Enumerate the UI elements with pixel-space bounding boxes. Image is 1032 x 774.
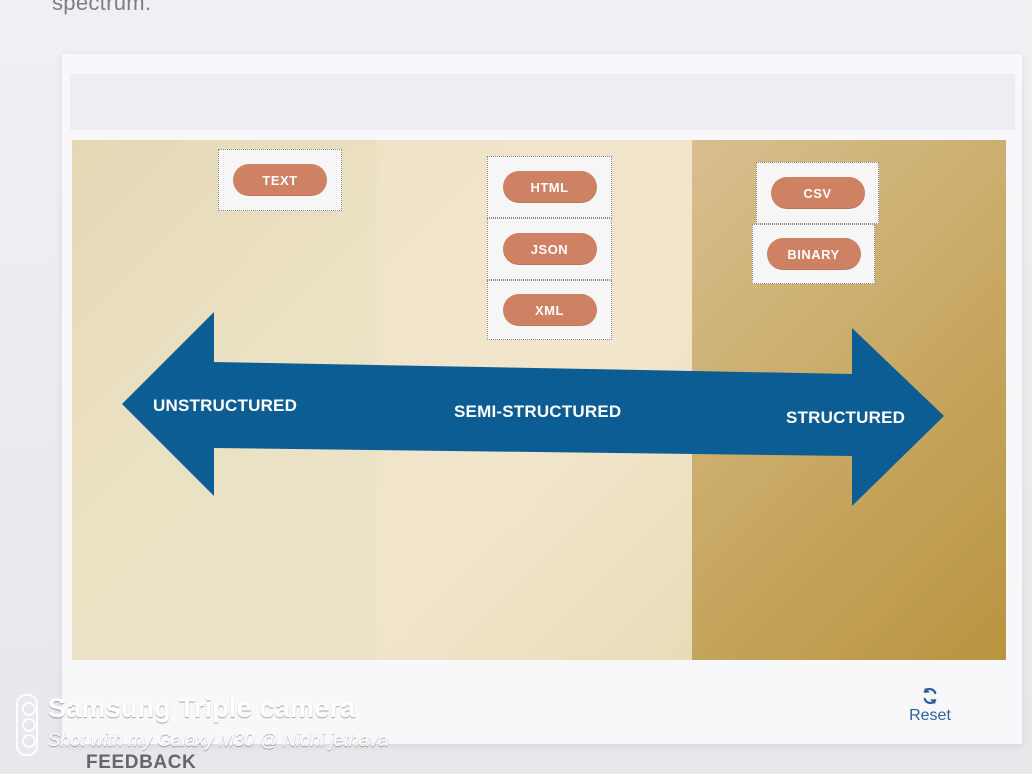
label-semi-structured: SEMI-STRUCTURED [454,402,622,421]
drop-slot-xml[interactable]: XML [487,280,612,340]
tile-json[interactable]: JSON [502,233,597,265]
refresh-icon [923,687,937,705]
drop-slot-csv[interactable]: CSV [756,162,879,224]
drop-slot-html[interactable]: HTML [487,156,612,218]
label-structured: STRUCTURED [786,408,906,427]
tile-html[interactable]: HTML [502,171,597,203]
camera-icon [16,694,38,756]
drop-slot-json[interactable]: JSON [487,218,612,280]
drop-slot-binary[interactable]: BINARY [752,224,875,284]
structure-spectrum-arrow [122,312,944,508]
drop-slot-text[interactable]: TEXT [218,149,342,211]
watermark-title: Samsung Triple camera [48,693,356,723]
watermark-subtitle: Shot with my Galaxy M30 @ Nidhi jethava [48,730,389,750]
feedback-heading: FEEDBACK [86,752,197,773]
label-unstructured: UNSTRUCTURED [153,396,298,415]
tile-binary[interactable]: BINARY [766,238,861,270]
reset-button[interactable]: Reset [902,686,958,726]
camera-watermark: Samsung Triple camera Shot with my Galax… [16,693,426,758]
tile-xml[interactable]: XML [502,294,597,326]
reset-label: Reset [909,707,951,724]
tile-text[interactable]: TEXT [233,164,327,196]
activity-header-bar [70,74,1015,130]
page-top-text: spectrum. [52,0,152,15]
double-arrow-icon [122,312,944,506]
tile-csv[interactable]: CSV [770,177,865,209]
